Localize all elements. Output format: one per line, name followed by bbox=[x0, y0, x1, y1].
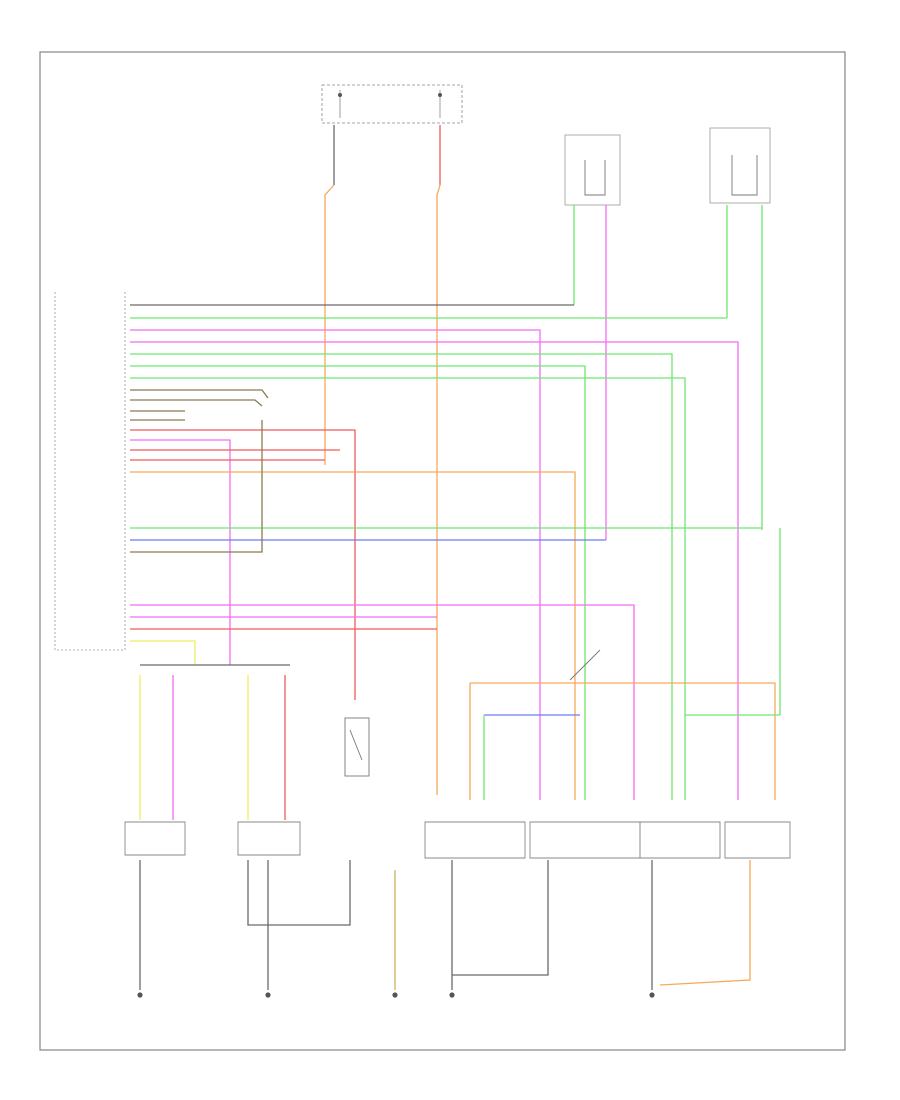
wire-h9 bbox=[130, 399, 263, 407]
ground-point-2 bbox=[265, 992, 271, 998]
wire-h7 bbox=[130, 377, 686, 800]
fuse-terminal-left bbox=[338, 93, 342, 97]
ground-symbols bbox=[137, 992, 655, 998]
wire-h20 bbox=[130, 604, 635, 800]
top-power-boxes bbox=[321, 84, 771, 206]
ground-point-1 bbox=[137, 992, 143, 998]
wire-h13 bbox=[130, 439, 231, 665]
wire-h16 bbox=[130, 471, 576, 800]
wire-orange-left bbox=[324, 184, 335, 465]
wire-h3 bbox=[130, 329, 541, 800]
wire-orange-bus bbox=[470, 682, 776, 800]
actuator-1 bbox=[124, 821, 186, 856]
component-layer bbox=[124, 649, 791, 859]
module-outline bbox=[54, 292, 126, 651]
wire-h23 bbox=[130, 640, 196, 665]
ground-loop bbox=[247, 860, 351, 926]
wire-h6 bbox=[130, 365, 586, 800]
actuator-2 bbox=[237, 821, 301, 856]
switch-arm bbox=[569, 649, 601, 681]
wire-orange-main bbox=[436, 184, 441, 795]
wire-h19 bbox=[130, 420, 263, 553]
switch-contacts-1 bbox=[584, 160, 606, 196]
right-switch-box-1 bbox=[564, 134, 621, 206]
actuator-6 bbox=[724, 821, 791, 859]
actuator-5 bbox=[639, 821, 721, 859]
wire-h12 bbox=[130, 429, 356, 700]
ground-wire-orange bbox=[659, 860, 751, 986]
diagram-border bbox=[39, 51, 846, 1051]
relay-component bbox=[344, 717, 370, 777]
relay-contact bbox=[349, 729, 363, 761]
ground-point-4 bbox=[449, 992, 455, 998]
fuse-box-outline bbox=[321, 84, 463, 124]
wire-h5 bbox=[130, 353, 673, 800]
actuator-4 bbox=[529, 821, 641, 859]
actuator-3 bbox=[424, 821, 526, 859]
wire-h4 bbox=[130, 341, 739, 800]
fuse-terminal-right bbox=[438, 93, 442, 97]
right-switch-box-2 bbox=[709, 127, 771, 204]
ground-loop-2 bbox=[452, 860, 549, 976]
wire-layer bbox=[130, 125, 781, 990]
ground-point-5 bbox=[649, 992, 655, 998]
wire-h8 bbox=[130, 389, 269, 399]
ground-point-3 bbox=[392, 992, 398, 998]
switch-contacts-2 bbox=[731, 155, 758, 196]
module-connector bbox=[54, 292, 126, 651]
